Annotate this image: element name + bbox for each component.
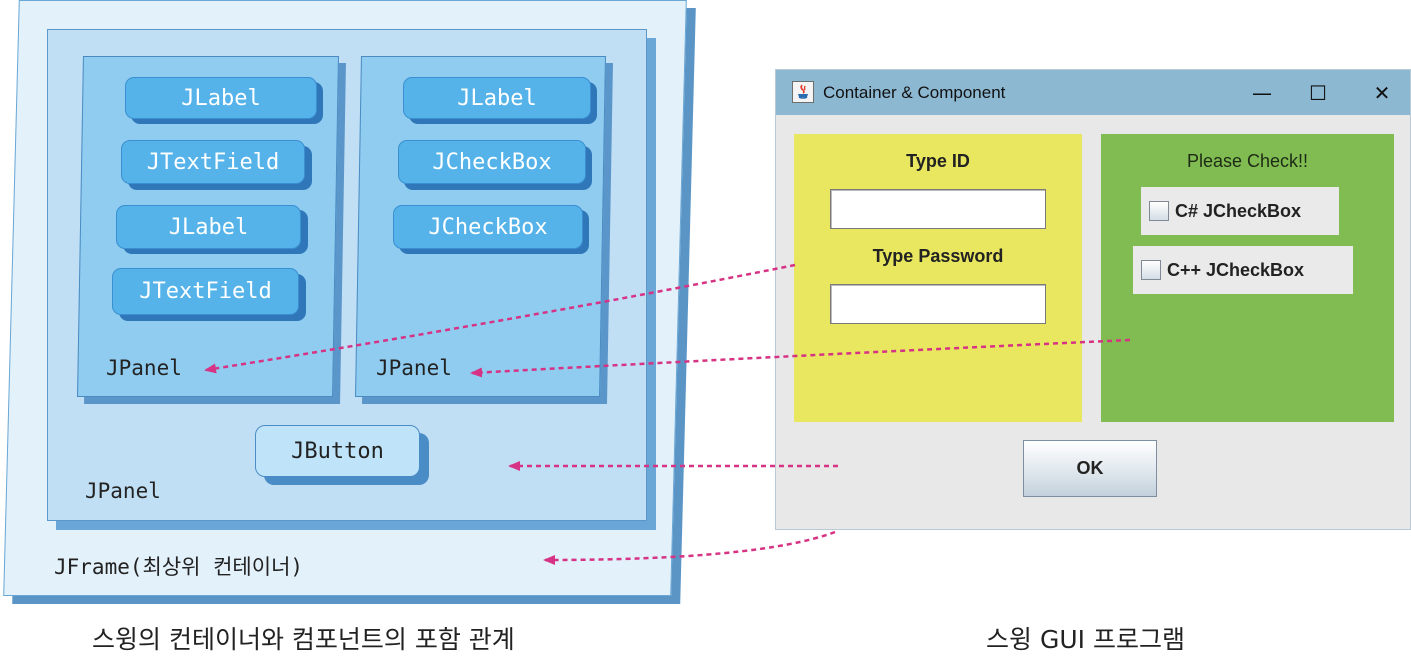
jbutton-chip: JButton [255,425,420,477]
id-field[interactable] [830,189,1046,229]
left-panel-item-jtextfield-2: JTextField [112,268,299,315]
password-field[interactable] [830,284,1046,324]
arrow-window-to-frame [543,530,836,565]
checkbox-icon[interactable] [1141,260,1161,280]
ok-button[interactable]: OK [1023,440,1157,497]
left-panel-item-jtextfield-1: JTextField [121,140,305,184]
arrow-green-to-right-panel [470,338,1131,378]
password-label: Type Password [872,246,1004,266]
diagram-caption: 스윙의 컨테이너와 컴포넌트의 포함 관계 [92,625,515,654]
swing-window: Container & Component — ☐ ✕ Type ID Type… [775,69,1411,530]
cpp-checkbox[interactable]: C++ JCheckBox [1133,246,1353,294]
window-title: Container & Component [823,83,1006,102]
minimize-icon[interactable]: — [1252,81,1272,105]
frame-label: JFrame(최상위 컨테이너) [54,555,304,579]
left-panel-item-jlabel-1: JLabel [125,77,317,119]
login-panel: Type ID Type Password [794,134,1082,422]
right-panel-item-jcheckbox-1: JCheckBox [398,140,586,184]
cpp-checkbox-label: C++ JCheckBox [1167,259,1305,280]
outer-panel-label: JPanel [85,479,161,503]
check-panel: Please Check!! C# JCheckBox C++ JCheckBo… [1101,134,1394,422]
left-panel-label: JPanel [106,356,182,380]
csharp-checkbox[interactable]: C# JCheckBox [1141,187,1339,235]
maximize-icon[interactable]: ☐ [1309,81,1327,105]
right-panel-item-jcheckbox-2: JCheckBox [393,205,583,249]
id-label: Type ID [906,151,970,171]
checkbox-icon[interactable] [1149,201,1169,221]
right-panel-item-jlabel: JLabel [403,77,591,119]
arrow-yellow-to-left-panel [204,263,796,374]
window-caption: 스윙 GUI 프로그램 [986,625,1185,654]
csharp-checkbox-label: C# JCheckBox [1175,200,1302,221]
java-app-icon [792,81,814,103]
close-icon[interactable]: ✕ [1373,81,1391,105]
title-bar: Container & Component — ☐ ✕ [776,70,1410,115]
check-panel-title: Please Check!! [1186,151,1309,171]
right-panel-label: JPanel [376,356,452,380]
left-panel-item-jlabel-2: JLabel [116,205,301,249]
